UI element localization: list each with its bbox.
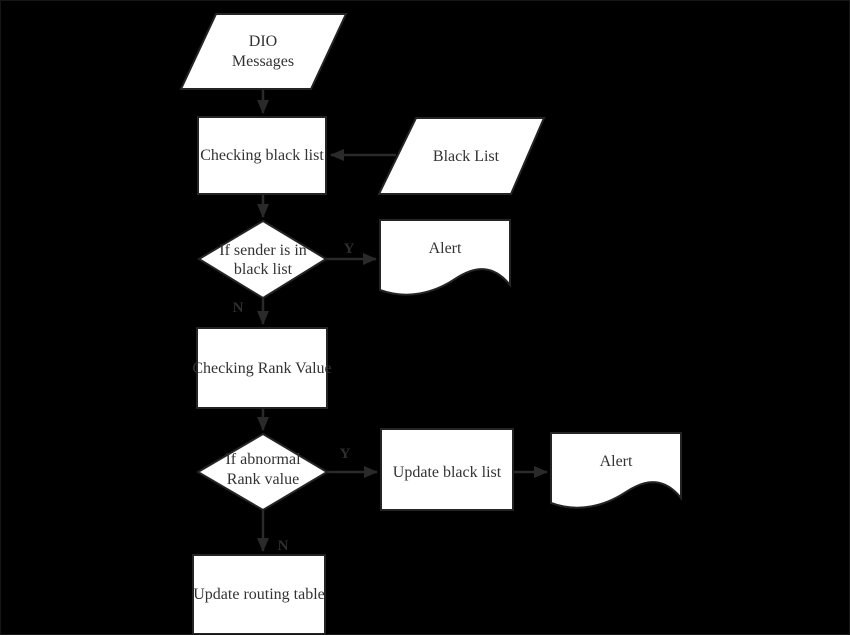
- alert2-label: Alert: [600, 453, 633, 470]
- node-update-routing-table: Update routing table: [192, 554, 326, 634]
- dio-messages-parallelogram: [179, 13, 348, 90]
- node-update-black-list: Update black list: [380, 428, 514, 511]
- rank-decision-diamond: [196, 432, 329, 512]
- update-routing-table-rect: [192, 554, 326, 634]
- dio-messages-label-line1: DIO: [249, 33, 277, 50]
- edge-label-no-1: N: [233, 300, 244, 316]
- sender-decision-label-line2: black list: [234, 261, 293, 278]
- node-if-sender-in-black-list: If sender is in black list: [197, 219, 328, 300]
- update-routing-table-label: Update routing table: [193, 586, 325, 603]
- checking-rank-value-label: Checking Rank Value: [192, 360, 331, 377]
- checking-rank-value-rect: [196, 327, 328, 409]
- alert1-label: Alert: [429, 240, 462, 257]
- black-list-parallelogram: [377, 117, 546, 195]
- node-checking-black-list: Checking black list: [197, 116, 327, 195]
- edge-label-yes-2: Y: [340, 446, 351, 462]
- edge-label-yes-1: Y: [344, 241, 355, 257]
- black-list-label: Black List: [433, 148, 500, 165]
- rank-decision-label-line2: Rank value: [227, 471, 299, 488]
- sender-decision-label-line1: If sender is in: [219, 242, 307, 259]
- node-black-list: Black List: [377, 117, 546, 195]
- edge-label-no-2: N: [278, 538, 289, 554]
- node-if-abnormal-rank-value: If abnormal Rank value: [196, 432, 329, 512]
- checking-black-list-rect: [197, 116, 327, 195]
- sender-decision-diamond: [197, 219, 328, 300]
- alert1-document: [379, 219, 511, 296]
- update-black-list-rect: [380, 428, 514, 511]
- dio-messages-label-line2: Messages: [232, 53, 294, 70]
- rank-decision-label-line1: If abnormal: [225, 451, 301, 468]
- node-alert-2: Alert: [550, 432, 682, 509]
- update-black-list-label: Update black list: [393, 464, 502, 481]
- node-checking-rank-value: Checking Rank Value: [192, 327, 332, 409]
- checking-black-list-label: Checking black list: [200, 147, 324, 164]
- node-dio-messages: DIO Messages: [179, 13, 348, 90]
- node-alert-1: Alert: [379, 219, 511, 296]
- alert2-document: [550, 432, 682, 509]
